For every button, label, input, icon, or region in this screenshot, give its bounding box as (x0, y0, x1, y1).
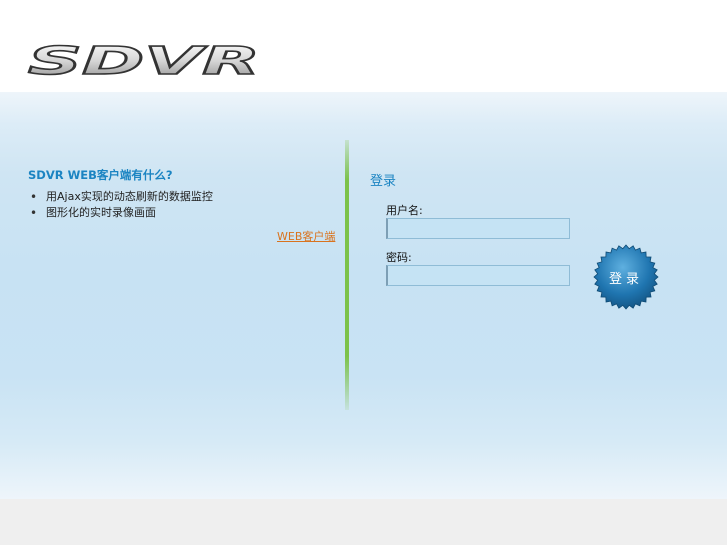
sdvr-logo: SDVR (26, 38, 266, 84)
vertical-divider (345, 140, 349, 410)
login-button[interactable]: 登录 (593, 244, 659, 310)
username-input[interactable] (386, 218, 570, 239)
starburst-badge-icon (593, 244, 659, 310)
login-button-label: 登录 (608, 272, 643, 287)
svg-text:SDVR: SDVR (28, 44, 260, 80)
username-label: 用户名: (386, 204, 423, 217)
feature-item: 图形化的实时录像画面 (30, 205, 213, 221)
web-client-link[interactable]: WEB客户端 (277, 230, 336, 243)
feature-item: 用Ajax实现的动态刷新的数据监控 (30, 189, 213, 205)
intro-title: SDVR WEB客户端有什么? (28, 168, 173, 182)
header: SDVR (0, 0, 727, 92)
intro-feature-list: 用Ajax实现的动态刷新的数据监控 图形化的实时录像画面 (30, 189, 213, 221)
footer (0, 499, 727, 545)
password-label: 密码: (386, 251, 412, 264)
password-input[interactable] (386, 265, 570, 286)
login-title: 登录 (370, 174, 397, 189)
